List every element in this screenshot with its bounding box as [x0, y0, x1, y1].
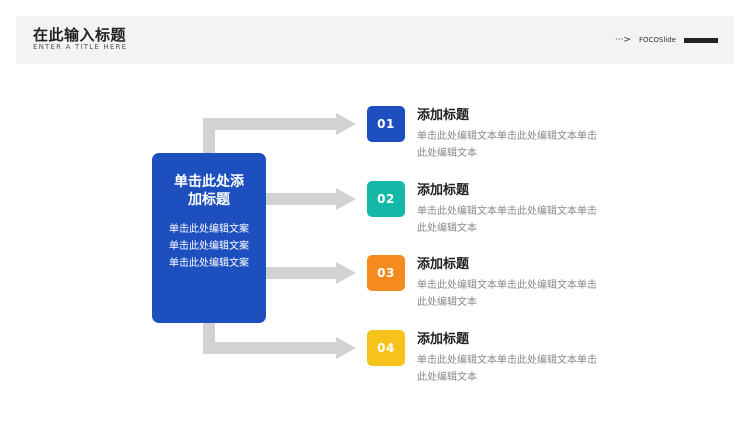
item-title-1[interactable]: 添加标题	[417, 108, 470, 123]
number-badge-1: 01	[367, 106, 405, 142]
brand-name: FOCOSlide	[638, 36, 676, 44]
brand-bar	[684, 37, 718, 43]
item-title-2[interactable]: 添加标题	[417, 183, 470, 198]
badge-number: 03	[377, 266, 395, 280]
item-title-3[interactable]: 添加标题	[417, 257, 470, 272]
item-title-4[interactable]: 添加标题	[417, 332, 470, 347]
item-text-4[interactable]: 单击此处编辑文本单击此处编辑文本单击此处编辑文本	[417, 355, 597, 383]
arrow-head-4	[336, 337, 356, 359]
item-text-3[interactable]: 单击此处编辑文本单击此处编辑文本单击此处编辑文本	[417, 280, 597, 308]
brand: ···> FOCOSlide	[615, 32, 718, 48]
item-text-1[interactable]: 单击此处编辑文本单击此处编辑文本单击此处编辑文本	[417, 131, 597, 159]
number-badge-4: 04	[367, 330, 405, 366]
number-badge-3: 03	[367, 255, 405, 291]
header-bar: 在此输入标题 ENTER A TITLE HERE ···> FOCOSlide	[16, 16, 734, 64]
dotted-arrow-icon: ···>	[614, 35, 631, 45]
number-badge-2: 02	[367, 181, 405, 217]
item-text-2[interactable]: 单击此处编辑文本单击此处编辑文本单击此处编辑文本	[417, 206, 597, 234]
badge-number: 02	[377, 192, 395, 206]
arrow-head-3	[336, 262, 356, 284]
main-card-title[interactable]: 单击此处添加标题	[174, 174, 244, 208]
main-card[interactable]: 单击此处添加标题 单击此处编辑文案单击此处编辑文案单击此处编辑文案	[152, 153, 266, 323]
badge-number: 04	[377, 341, 395, 355]
connector-arrow-4	[203, 342, 336, 354]
badge-number: 01	[377, 117, 395, 131]
arrow-head-1	[336, 113, 356, 135]
page-subtitle: ENTER A TITLE HERE	[33, 43, 128, 51]
arrow-head-2	[336, 188, 356, 210]
connector-arrow-1	[203, 118, 336, 130]
main-card-text[interactable]: 单击此处编辑文案单击此处编辑文案单击此处编辑文案	[169, 224, 249, 269]
page-title: 在此输入标题	[33, 26, 127, 44]
